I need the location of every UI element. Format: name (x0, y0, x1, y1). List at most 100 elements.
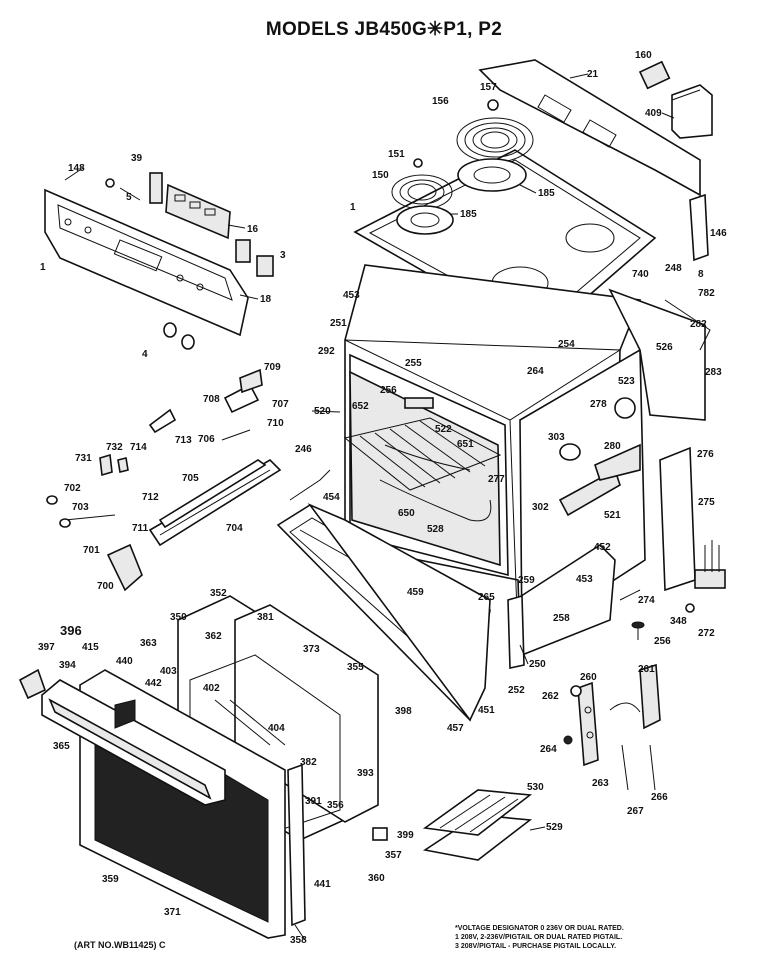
label-3: 3 (280, 250, 286, 261)
part-731 (99, 453, 113, 477)
label-1a: 1 (40, 262, 46, 273)
label-39: 39 (131, 153, 143, 164)
bracket-8 (689, 193, 709, 262)
label-250: 250 (529, 659, 546, 670)
hinge-261 (609, 663, 661, 730)
label-256b: 256 (654, 636, 671, 647)
label-442: 442 (145, 678, 162, 689)
voltage-notes: *VOLTAGE DESIGNATOR 0 236V OR DUAL RATED… (455, 924, 624, 951)
terminal-block-409 (671, 84, 713, 139)
part-246 (289, 469, 331, 501)
door-handle (41, 679, 226, 806)
broil-pan (422, 789, 533, 861)
label-709: 709 (264, 362, 281, 373)
label-280: 280 (604, 441, 621, 452)
surface-unit-small (391, 174, 454, 235)
label-451: 451 (478, 705, 495, 716)
part-283 (664, 299, 711, 351)
label-252: 252 (508, 685, 525, 696)
label-523: 523 (618, 376, 635, 387)
label-529: 529 (546, 822, 563, 833)
label-441: 441 (314, 879, 331, 890)
label-278: 278 (590, 399, 607, 410)
label-526: 526 (656, 342, 673, 353)
label-8: 8 (698, 269, 704, 280)
label-251: 251 (330, 318, 347, 329)
end-cap-397 (18, 668, 46, 700)
label-700: 700 (97, 581, 114, 592)
label-530: 530 (527, 782, 544, 793)
label-396: 396 (60, 623, 82, 638)
label-248: 248 (665, 263, 682, 274)
part-160 (638, 60, 671, 90)
label-397: 397 (38, 642, 55, 653)
control-panel (44, 188, 249, 337)
clock-timer (165, 183, 231, 240)
label-731: 731 (75, 453, 92, 464)
label-21: 21 (587, 69, 599, 80)
label-148: 148 (68, 163, 85, 174)
door-trim-dark (114, 699, 136, 729)
bake-element (379, 479, 492, 522)
label-266: 266 (651, 792, 668, 803)
part-348 (685, 603, 695, 613)
label-363: 363 (140, 638, 157, 649)
label-707: 707 (272, 399, 289, 410)
label-265: 265 (478, 592, 495, 603)
label-362: 362 (205, 631, 222, 642)
label-708: 708 (203, 394, 220, 405)
part-157 (487, 99, 499, 111)
slide-rail (148, 458, 282, 547)
rod-706 (221, 429, 251, 441)
label-711: 711 (132, 523, 149, 534)
label-702: 702 (64, 483, 81, 494)
label-398: 398 (395, 706, 412, 717)
spring-267 (621, 744, 629, 791)
surface-unit-large (456, 117, 534, 192)
part-262 (570, 685, 582, 697)
label-706: 706 (198, 434, 215, 445)
label-391: 391 (305, 796, 322, 807)
label-151: 151 (388, 149, 405, 160)
label-356: 356 (327, 800, 344, 811)
label-453b: 453 (576, 574, 593, 585)
switch-3b (256, 255, 274, 277)
label-393: 393 (357, 768, 374, 779)
label-357: 357 (385, 850, 402, 861)
part-151 (413, 158, 423, 168)
label-185a: 185 (538, 188, 555, 199)
label-256: 256 (380, 385, 397, 396)
label-283: 283 (705, 367, 722, 378)
label-404: 404 (268, 723, 285, 734)
label-373: 373 (303, 644, 320, 655)
leveling-leg-256 (631, 621, 645, 640)
label-453a: 453 (343, 290, 360, 301)
label-272: 272 (698, 628, 715, 639)
part-732 (117, 457, 129, 473)
support-252 (507, 594, 525, 669)
note-line: 3 208V/PIGTAIL - PURCHASE PIGTAIL LOCALL… (455, 943, 617, 950)
label-714: 714 (130, 442, 147, 453)
label-259: 259 (518, 575, 535, 586)
label-382: 382 (300, 757, 317, 768)
label-275: 275 (698, 497, 715, 508)
terminal-272 (694, 540, 726, 589)
label-160: 160 (635, 50, 652, 61)
vent-256 (404, 397, 434, 409)
rear-trim (478, 59, 701, 197)
label-651: 651 (457, 439, 474, 450)
door-liner-441 (287, 763, 306, 927)
art-number: (ART NO.WB11425) C (74, 940, 166, 950)
leader-lines (64, 73, 675, 941)
label-402: 402 (203, 683, 220, 694)
part-labels: 148 39 5 16 3 18 4 1 1 160 21 157 156 40… (38, 50, 727, 946)
spring-266 (649, 744, 656, 791)
label-302: 302 (532, 502, 549, 513)
label-5: 5 (126, 192, 132, 203)
label-650: 650 (398, 508, 415, 519)
label-264: 264 (527, 366, 544, 377)
label-18: 18 (260, 294, 272, 305)
label-710: 710 (267, 418, 284, 429)
label-264b: 264 (540, 744, 557, 755)
label-415: 415 (82, 642, 99, 653)
